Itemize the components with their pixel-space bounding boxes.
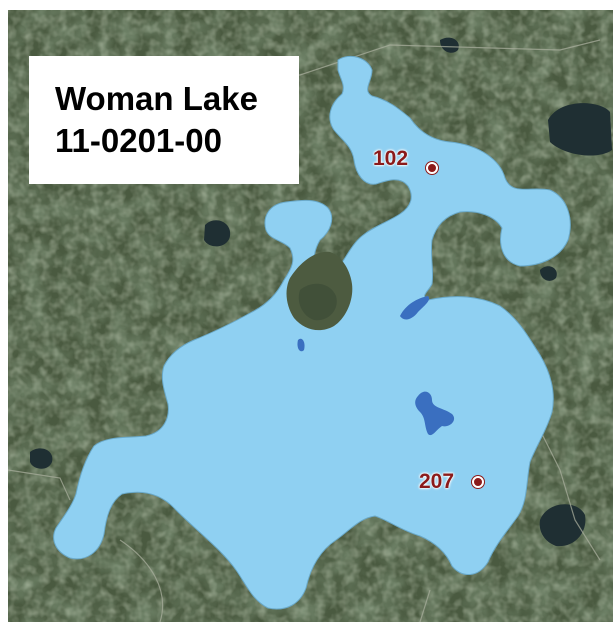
island-shading: [298, 283, 337, 321]
roads: [8, 39, 601, 622]
surrounding-ponds: [30, 37, 612, 547]
lake-title-box: Woman Lake 11-0201-00: [29, 56, 299, 184]
site-marker-207: [472, 476, 484, 488]
site-marker-102: [426, 162, 438, 174]
deep-water: [297, 296, 455, 436]
lake-name: Woman Lake: [55, 80, 258, 117]
site-label-207: 207: [419, 470, 455, 493]
site-label-102: 102: [373, 147, 409, 170]
aerial-imagery: [8, 10, 613, 622]
lake-id: 11-0201-00: [55, 122, 222, 159]
